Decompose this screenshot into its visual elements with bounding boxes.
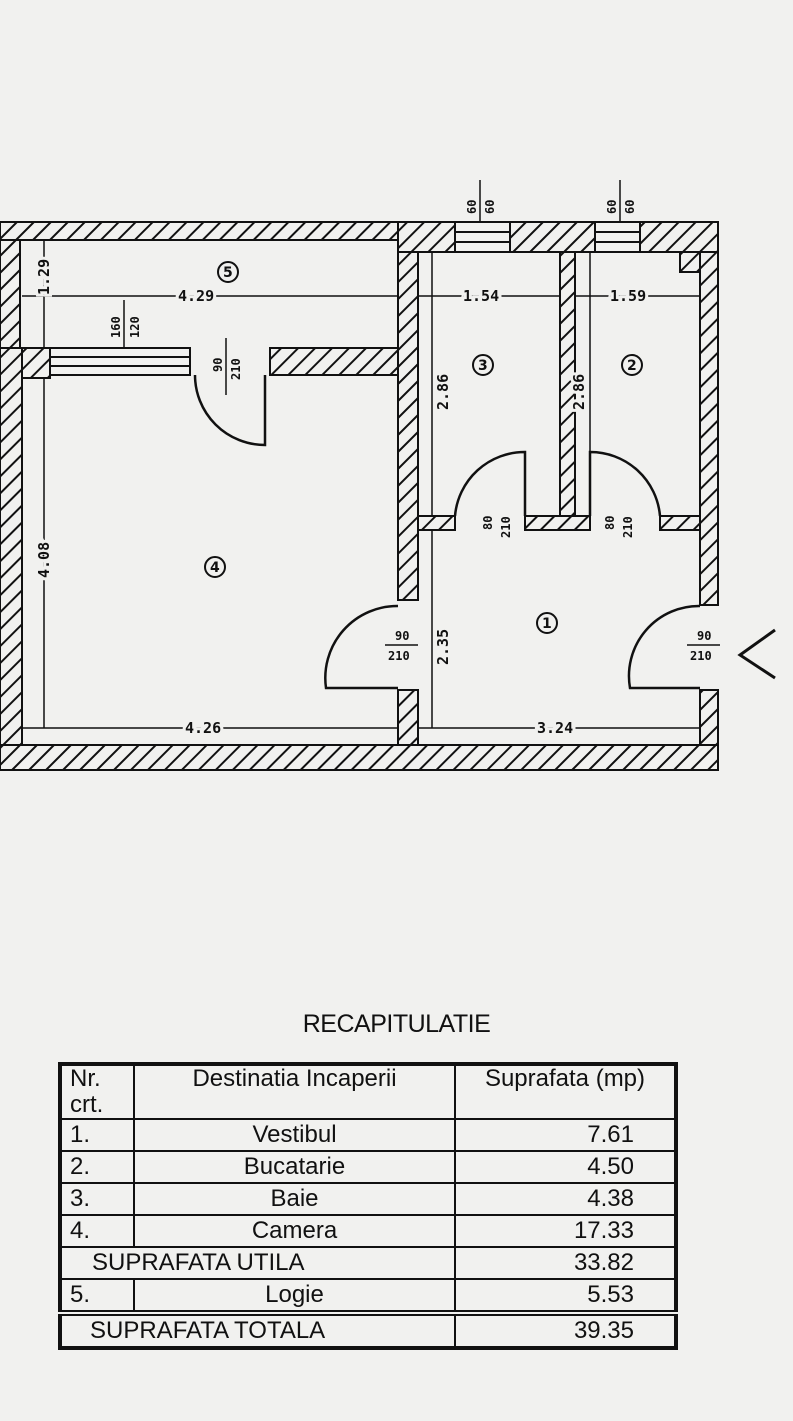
total-area-label: SUPRAFATA TOTALA [59, 1310, 456, 1349]
useful-area-value: 33.82 [454, 1246, 677, 1280]
door-bath-height: 210 [499, 516, 513, 538]
dim-logia-depth: 1.29 [35, 259, 53, 295]
dim-room-width: 4.26 [185, 719, 221, 737]
wall-bottom [0, 744, 719, 771]
door-entrance-width: 90 [697, 629, 711, 643]
door-logia [193, 374, 267, 447]
row-nr: 5. [59, 1278, 135, 1314]
door-kitchen [588, 450, 662, 517]
door-kitchen-height: 210 [621, 516, 635, 538]
wall-center [397, 221, 419, 601]
door-swings [193, 374, 701, 690]
row-area: 4.50 [454, 1150, 677, 1184]
floor-plan: 4.29 1.29 1.54 1.59 2.86 2.86 4.08 4.26 … [0, 180, 776, 771]
row-area: 7.61 [454, 1118, 677, 1152]
door-kitchen-width: 80 [603, 516, 617, 530]
row-name: Logie [133, 1278, 456, 1314]
window-logia-height: 120 [128, 316, 142, 338]
door-bath-width: 80 [481, 516, 495, 530]
dim-room-depth: 4.08 [35, 542, 53, 578]
dimension-labels: 4.29 1.29 1.54 1.59 2.86 2.86 4.08 4.26 … [32, 256, 649, 740]
window-kitchen-height: 60 [623, 200, 637, 214]
header-destination: Destinatia Incaperii [133, 1063, 456, 1120]
window-bath [454, 221, 511, 253]
door-bath [453, 450, 527, 517]
door-entrance [627, 604, 701, 690]
header-nr: Nr. crt. [59, 1063, 135, 1120]
row-area: 5.53 [454, 1278, 677, 1314]
dim-bath-depth: 2.86 [434, 374, 452, 410]
room-4-number: 4 [210, 560, 220, 576]
row-name: Vestibul [133, 1118, 456, 1152]
wall-top-logia [0, 221, 401, 241]
door-room [324, 604, 399, 690]
dim-hall-width: 3.24 [537, 719, 573, 737]
door-room-height: 210 [388, 649, 410, 663]
window-kitchen [594, 221, 641, 253]
header-area: Suprafata (mp) [454, 1063, 677, 1120]
dim-kitchen-depth: 2.86 [570, 374, 588, 410]
entrance-arrow-icon [737, 628, 776, 680]
windows [49, 221, 641, 376]
room-3-number: 3 [478, 358, 488, 374]
opening-labels: 60 60 60 60 160 120 90 210 80 210 80 210… [109, 200, 720, 663]
dim-bath-width: 1.54 [463, 287, 499, 305]
row-area: 4.38 [454, 1182, 677, 1216]
window-kitchen-width: 60 [605, 200, 619, 214]
dim-logia-width: 4.29 [178, 287, 214, 305]
row-area: 17.33 [454, 1214, 677, 1248]
window-logia-width: 160 [109, 316, 123, 338]
dim-hall-depth: 2.35 [434, 629, 452, 665]
window-bath-width: 60 [465, 200, 479, 214]
wall-left-room [0, 347, 23, 749]
recap-title: RECAPITULATIE [302, 1010, 491, 1038]
window-logia [49, 347, 191, 376]
total-area-value: 39.35 [454, 1310, 677, 1349]
recap-table: Nr. crt. Destinatia Incaperii Suprafata … [58, 1062, 678, 1350]
row-nr: 1. [59, 1118, 135, 1152]
row-name: Camera [133, 1214, 456, 1248]
room-markers: 5 3 2 4 1 [204, 261, 643, 634]
door-entrance-height: 210 [690, 649, 712, 663]
wall-logia-room [269, 347, 401, 376]
wall-top-right [397, 221, 456, 253]
dim-kitchen-width: 1.59 [610, 287, 646, 305]
row-nr: 3. [59, 1182, 135, 1216]
window-bath-height: 60 [483, 200, 497, 214]
useful-area-label: SUPRAFATA UTILA [59, 1246, 456, 1280]
door-logia-width: 90 [211, 358, 225, 372]
row-nr: 4. [59, 1214, 135, 1248]
walls [0, 221, 719, 771]
wall-right [699, 251, 719, 606]
room-2-number: 2 [627, 358, 637, 374]
door-logia-height: 210 [229, 358, 243, 380]
room-5-number: 5 [223, 265, 233, 281]
table-header: Nr. crt. Destinatia Incaperii Suprafata … [59, 1063, 677, 1120]
dimension-lines [22, 180, 700, 729]
row-name: Bucatarie [133, 1150, 456, 1184]
row-name: Baie [133, 1182, 456, 1216]
row-nr: 2. [59, 1150, 135, 1184]
door-room-width: 90 [395, 629, 409, 643]
room-1-number: 1 [542, 616, 552, 632]
